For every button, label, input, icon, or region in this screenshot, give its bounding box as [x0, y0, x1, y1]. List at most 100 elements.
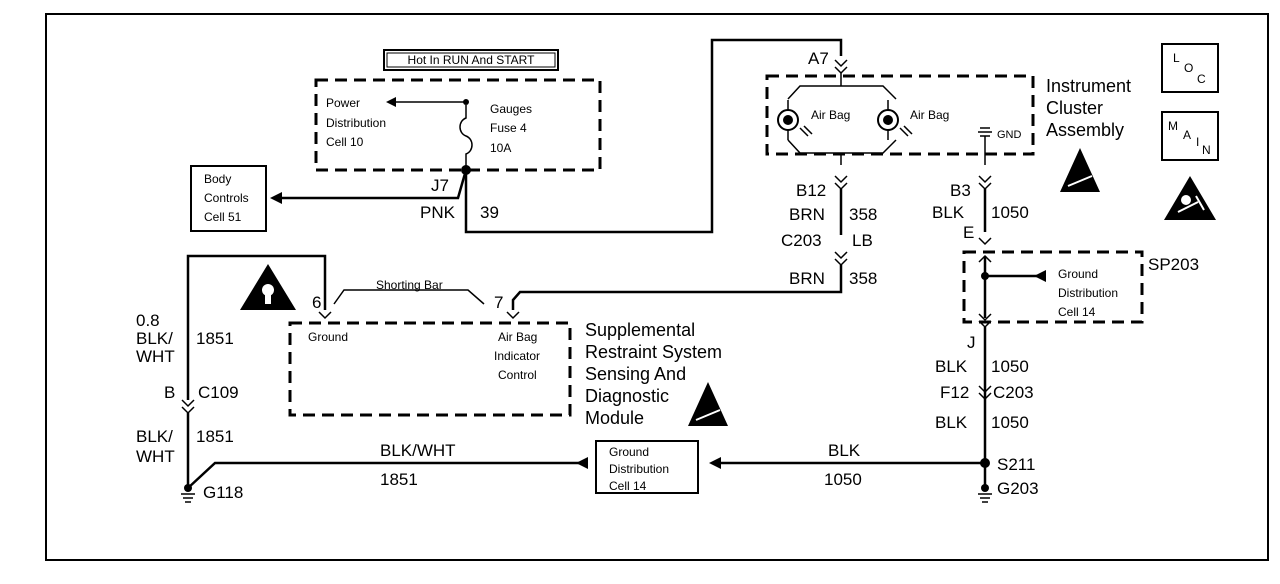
svg-text:Indicator: Indicator: [494, 349, 540, 363]
cluster-internal-wiring: [787, 73, 897, 165]
j-label: J: [967, 333, 976, 352]
airbag-indicator-label: Air Bag Indicator Control: [494, 330, 540, 382]
wht-2-label: WHT: [136, 447, 175, 466]
svg-text:Cell 51: Cell 51: [204, 210, 242, 224]
shorting-bar: [333, 289, 485, 305]
airbag-left-label: Air Bag: [811, 108, 850, 122]
svg-text:Ground: Ground: [609, 445, 649, 459]
a7-connector: [834, 59, 848, 75]
svg-text:Diagnostic: Diagnostic: [585, 386, 669, 406]
b3-connector: [978, 175, 992, 191]
body-controls-box: [190, 165, 267, 232]
gnd-label: GND: [997, 129, 1022, 141]
hot-label-box: Hot In RUN And START: [383, 49, 559, 71]
svg-text:Air Bag: Air Bag: [498, 330, 537, 344]
circuit-1050-f12: 1050: [991, 413, 1029, 432]
circuit-1851-bottom: 1851: [380, 470, 418, 489]
svg-text:Distribution: Distribution: [1058, 286, 1118, 300]
brn-label-top: BRN: [789, 205, 825, 224]
circuit-1851-1: 1851: [196, 329, 234, 348]
airbag-right-label: Air Bag: [910, 108, 949, 122]
pin6-label: 6: [312, 293, 321, 312]
g203-label: G203: [997, 479, 1039, 498]
svg-text:Cell 10: Cell 10: [326, 135, 364, 149]
srs-module-label: Supplemental Restraint System Sensing An…: [585, 320, 722, 428]
c109-label: C109: [198, 383, 239, 402]
c203-top-connector: [834, 251, 848, 267]
svg-text:I: I: [1196, 135, 1199, 149]
arrow-left-icon: [386, 97, 396, 107]
circuit-1851-2: 1851: [196, 427, 234, 446]
caution-icon: [240, 264, 296, 310]
svg-text:Sensing And: Sensing And: [585, 364, 686, 384]
circuit-1050-b3: 1050: [991, 203, 1029, 222]
power-distribution-label: Power Distribution Cell 10: [326, 96, 386, 149]
s211-label: S211: [997, 455, 1035, 474]
svg-text:M: M: [1168, 119, 1178, 133]
instrument-cluster-label: Instrument Cluster Assembly: [1046, 76, 1131, 140]
j7-label: J7: [431, 176, 449, 195]
svg-text:O: O: [1184, 61, 1193, 75]
blk-bottom-label: BLK: [828, 441, 861, 460]
esd-warning-icon: [1060, 148, 1100, 192]
fuse-label: Gauges Fuse 4 10A: [490, 102, 532, 155]
svg-text:Controls: Controls: [204, 191, 249, 205]
svg-text:10A: 10A: [490, 141, 511, 155]
fuse-top-terminal: [463, 99, 469, 105]
ground-pin-label: Ground: [308, 330, 348, 344]
svg-text:C: C: [1197, 72, 1206, 86]
svg-text:Fuse 4: Fuse 4: [490, 121, 527, 135]
srs-ground-wire: [186, 254, 327, 400]
svg-text:Module: Module: [585, 408, 644, 428]
sp203-outline: [962, 250, 1144, 324]
pnk-label: PNK: [420, 203, 456, 222]
ground-symbol-g203: [978, 484, 992, 503]
svg-text:Cell 14: Cell 14: [1058, 305, 1096, 319]
pin6-connector: [318, 311, 332, 320]
ground-dist-bottom-label: Ground Distribution Cell 14: [609, 445, 669, 493]
sp203-label: SP203: [1148, 255, 1199, 274]
body-controls-label: Body Controls Cell 51: [204, 172, 249, 224]
body-controls-wire: [278, 169, 468, 200]
brn-label-mid: BRN: [789, 269, 825, 288]
c203-top-label: C203: [781, 231, 822, 250]
svg-text:Supplemental: Supplemental: [585, 320, 695, 340]
blk-b3-label: BLK: [932, 203, 965, 222]
circuit-358-top: 358: [849, 205, 877, 224]
svg-text:N: N: [1202, 143, 1211, 157]
b3-label: B3: [950, 181, 971, 200]
instrument-cluster-outline: [765, 74, 1035, 156]
e-connector: [978, 237, 992, 246]
svg-text:Distribution: Distribution: [326, 116, 386, 130]
pnk-wire-39: [464, 38, 843, 234]
b12-connector: [834, 175, 848, 191]
brn-wire-to-pin7: [511, 265, 843, 310]
airbag-lamp-left: [777, 100, 813, 140]
svg-text:Cluster: Cluster: [1046, 98, 1103, 118]
blk-wht-wire-bottom: [187, 461, 580, 489]
svg-text:Control: Control: [498, 368, 537, 382]
loc-icon: L O C: [1161, 43, 1219, 93]
arrow-left-icon: [270, 192, 282, 204]
svg-text:Body: Body: [204, 172, 231, 186]
wire-0-8-label: 0.8: [136, 311, 160, 330]
pin7-label: 7: [494, 293, 503, 312]
ground-icon: [978, 127, 992, 165]
ground-dist-sp-label: Ground Distribution Cell 14: [1058, 267, 1118, 319]
lb-label: LB: [852, 231, 873, 250]
svg-text:Cell 14: Cell 14: [609, 479, 647, 493]
arrow-left-icon: [576, 457, 588, 469]
circuit-358-mid: 358: [849, 269, 877, 288]
svg-text:Ground: Ground: [1058, 267, 1098, 281]
airbag-lamp-right: [877, 100, 913, 140]
blk-slash-1-label: BLK/: [136, 329, 173, 348]
diagram-frame: [45, 13, 1269, 561]
svg-text:Assembly: Assembly: [1046, 120, 1124, 140]
b12-label: B12: [796, 181, 826, 200]
g118-label: G118: [203, 483, 243, 502]
f12-label: F12: [940, 383, 969, 402]
f12-connector: [978, 385, 992, 401]
fuse-symbol: [459, 105, 473, 170]
arrow-left-icon: [1034, 270, 1046, 282]
